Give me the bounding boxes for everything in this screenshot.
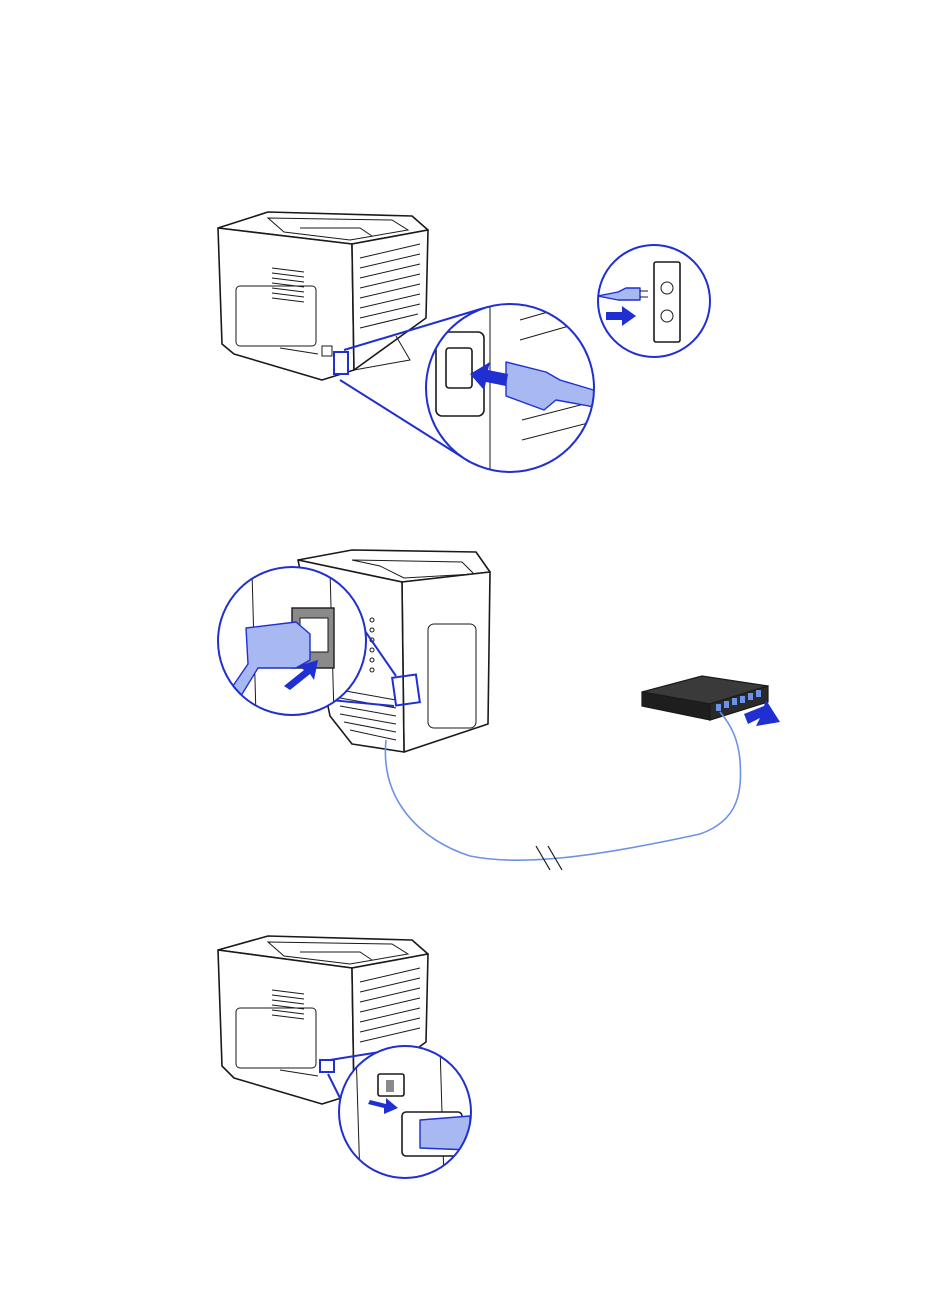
wall-outlet-icon xyxy=(654,262,680,342)
step-network-connect xyxy=(216,550,780,870)
printer-rear-icon xyxy=(218,212,428,380)
step-power-connect xyxy=(218,212,716,480)
power-socket-detail xyxy=(420,300,600,480)
power-switch-icon xyxy=(320,1060,334,1072)
step-power-switch xyxy=(218,936,476,1184)
network-hub-icon xyxy=(642,676,780,726)
power-socket-icon xyxy=(334,352,348,374)
